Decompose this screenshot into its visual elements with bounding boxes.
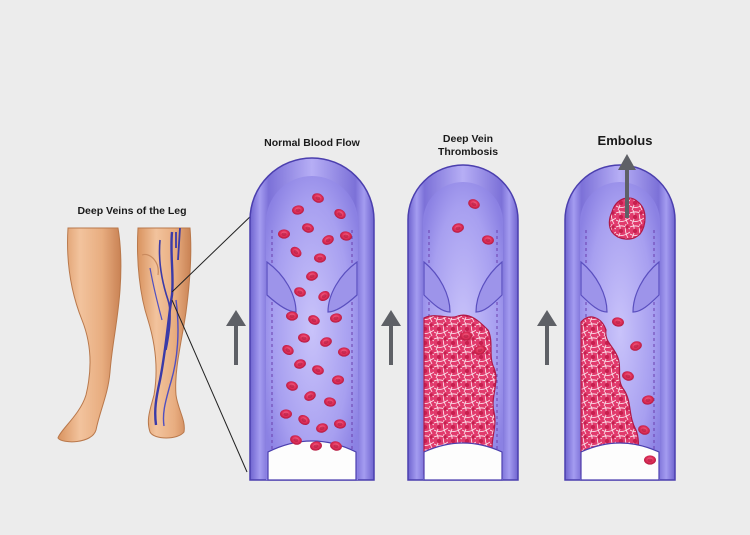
remaining-clot bbox=[580, 316, 641, 475]
red-blood-cell bbox=[286, 311, 298, 321]
label-deep-vein-thrombosis: Deep Vein Thrombosis bbox=[418, 133, 518, 159]
up-arrow-icon bbox=[537, 310, 557, 365]
label-normal-blood-flow: Normal Blood Flow bbox=[264, 137, 360, 149]
embolus-arrow-icon bbox=[618, 154, 636, 218]
red-blood-cell bbox=[314, 253, 326, 263]
red-blood-cell bbox=[278, 229, 290, 239]
label-dvt-line2: Thrombosis bbox=[437, 146, 499, 158]
label-dvt-line1: Deep Vein bbox=[442, 133, 494, 145]
zoom-leader-lines bbox=[171, 211, 256, 473]
red-blood-cell bbox=[644, 455, 656, 465]
label-deep-veins-leg: Deep Veins of the Leg bbox=[77, 205, 187, 217]
thrombus-clot bbox=[423, 314, 497, 475]
embolus-fragment bbox=[608, 197, 646, 240]
red-blood-cell bbox=[460, 331, 472, 341]
vessel-dvt bbox=[407, 164, 519, 481]
up-arrow-icon bbox=[226, 310, 246, 365]
red-blood-cell bbox=[280, 409, 292, 419]
up-arrow-icon bbox=[381, 310, 401, 365]
legs-illustration bbox=[57, 227, 192, 443]
label-embolus: Embolus bbox=[597, 133, 653, 148]
red-blood-cell bbox=[338, 347, 350, 357]
